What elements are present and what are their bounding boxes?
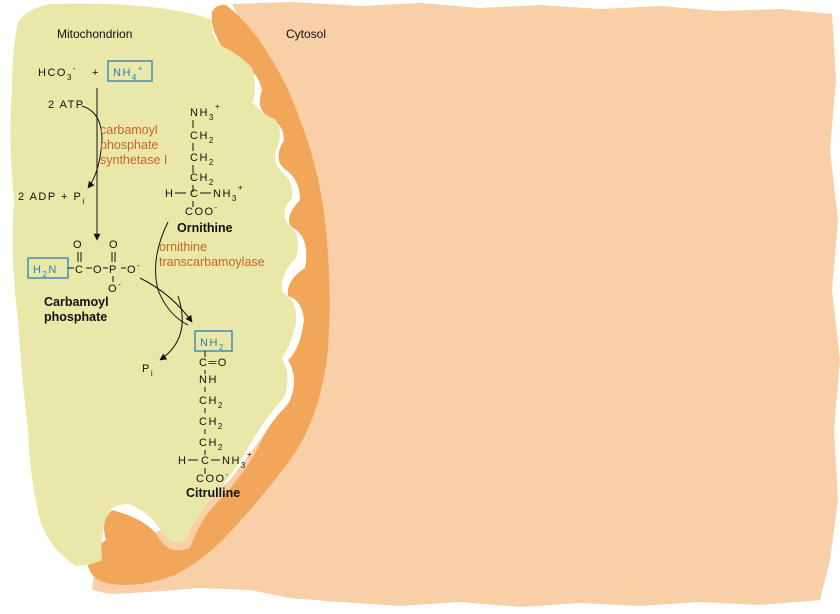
ammonium-box — [107, 60, 153, 82]
enzyme-line: ornithine — [159, 240, 207, 254]
svg-text:O-: O- — [108, 280, 122, 295]
svg-text:O: O — [109, 239, 119, 251]
svg-text:CH2: CH2 — [199, 395, 224, 410]
svg-text:CH2: CH2 — [199, 437, 224, 452]
svg-text:C: C — [190, 188, 199, 200]
ornithine-to-citrulline-arrow — [155, 221, 189, 326]
svg-text:H2N: H2N — [33, 264, 58, 279]
svg-text:NH: NH — [199, 374, 218, 386]
carbamoyl-phosphate-structure: H2N C O O P O O- O- Carbamoyl phosphate — [27, 239, 141, 324]
bicarbonate: HCO3- — [38, 64, 77, 82]
svg-text:CH2: CH2 — [190, 130, 215, 145]
svg-text:C: C — [75, 264, 84, 276]
svg-text:NH3+: NH3+ — [213, 183, 244, 203]
ornithine-structure: NH3+ CH2 CH2 CH2 H C NH3+ COO- Ornithine — [165, 102, 244, 235]
mitochondrion-region — [10, 3, 299, 566]
pi-label: Pi — [142, 363, 154, 378]
svg-text:O: O — [93, 264, 103, 276]
mitochondrion-label: Mitochondrion — [57, 27, 132, 41]
svg-text:P: P — [109, 264, 118, 276]
svg-text:O: O — [73, 239, 83, 251]
adp-pi-label: 2 ADP + Pi — [18, 191, 86, 206]
svg-text:CH2: CH2 — [190, 152, 215, 167]
pi-release-arrow — [159, 295, 183, 361]
svg-text:NH2: NH2 — [200, 337, 225, 352]
svg-text:CH2: CH2 — [199, 416, 224, 431]
svg-text:C═O: C═O — [199, 357, 228, 369]
atp-consumption-arrow — [81, 105, 103, 189]
svg-text:NH3+: NH3+ — [190, 102, 221, 122]
citrulline-structure: NH2 C═O NH CH2 CH2 CH2 H C NH3+ COO- Cit… — [178, 330, 253, 500]
svg-text:O-: O- — [127, 261, 141, 276]
enzyme-line: phosphate — [100, 138, 158, 152]
ornithine-label: Ornithine — [177, 221, 233, 235]
svg-text:H: H — [178, 455, 187, 467]
enzyme-line: carbamoyl — [100, 123, 158, 137]
citrulline-label: Citrulline — [186, 486, 240, 500]
svg-text:C: C — [201, 455, 210, 467]
svg-text:H: H — [165, 188, 174, 200]
svg-text:COO-: COO- — [185, 203, 219, 218]
atp-label: 2 ATP — [48, 99, 85, 111]
cytosol-label: Cytosol — [286, 27, 326, 41]
carbamoyl-to-citrulline-arrow — [139, 277, 193, 323]
mitochondrial-membrane — [88, 4, 330, 585]
svg-text:NH3+: NH3+ — [222, 450, 253, 470]
phosphate-label: phosphate — [44, 310, 107, 324]
svg-text:CH2: CH2 — [190, 172, 215, 187]
enzyme-line: synthetase I — [100, 153, 167, 167]
enzyme-line: transcarbamoylase — [159, 255, 265, 269]
ammonium: NH4+ — [113, 64, 144, 82]
svg-text:COO-: COO- — [196, 470, 230, 485]
carbamoyl-label: Carbamoyl — [44, 295, 109, 309]
plus-sign: + — [92, 67, 100, 79]
